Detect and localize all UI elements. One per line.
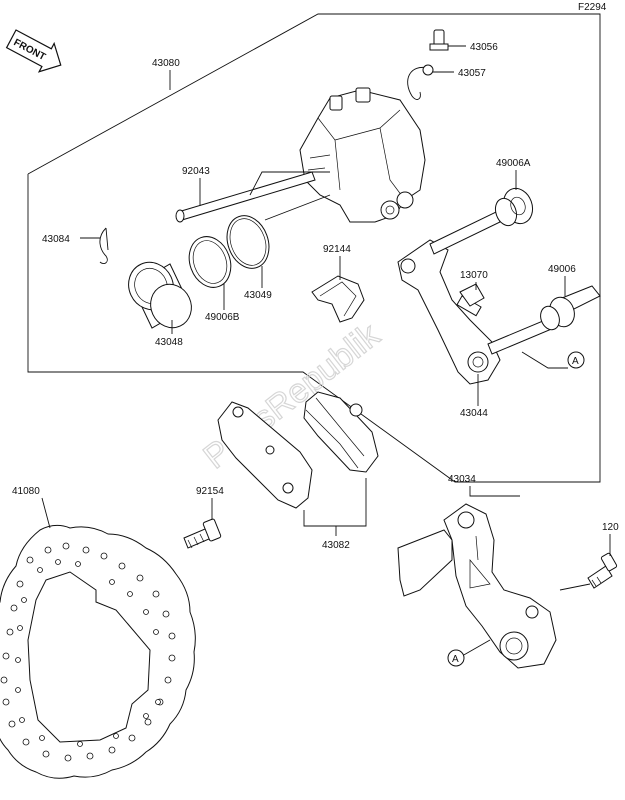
label-43048: 43048 — [155, 337, 183, 348]
bleeder-cap — [407, 64, 454, 100]
boot-49006A — [494, 187, 534, 227]
dust-seal — [188, 236, 232, 288]
callout-a-upper-text: A — [572, 356, 579, 367]
caliper-mount-bracket — [397, 503, 557, 669]
label-43034: 43034 — [448, 474, 476, 485]
brake-disc — [0, 524, 196, 779]
brake-pad-front — [303, 391, 379, 473]
pad-spring — [311, 275, 365, 323]
label-92144: 92144 — [323, 244, 351, 255]
slide-pin — [175, 171, 316, 223]
piston-seal — [226, 215, 270, 269]
disc-bolt — [183, 518, 222, 549]
label-120: 120 — [602, 522, 619, 533]
label-92043: 92043 — [182, 166, 210, 177]
bracket-clip — [459, 283, 485, 307]
figure-code: F2294 — [578, 2, 607, 13]
caliper-piston — [128, 261, 192, 329]
callout-a-lower-text: A — [452, 654, 459, 665]
caliper-assembly-frame — [27, 13, 601, 483]
label-43044: 43044 — [460, 408, 488, 419]
label-49006B: 49006B — [205, 312, 240, 323]
caliper-bracket — [397, 239, 501, 385]
caliper-body — [299, 87, 426, 223]
label-49006: 49006 — [548, 264, 576, 275]
label-43080: 43080 — [152, 58, 180, 69]
boot-49006 — [540, 285, 601, 331]
callout-a-lower — [447, 649, 465, 667]
bracket-pin-upper — [429, 211, 501, 255]
label-43056: 43056 — [470, 42, 498, 53]
callout-a-upper — [567, 351, 585, 369]
label-49006A: 49006A — [496, 158, 531, 169]
bleeder-valve — [429, 29, 466, 51]
pin-clip — [99, 227, 109, 265]
label-43082: 43082 — [322, 540, 350, 551]
label-92154: 92154 — [196, 486, 224, 497]
label-43057: 43057 — [458, 68, 486, 79]
disc-holes — [0, 542, 176, 762]
label-13070: 13070 — [460, 270, 488, 281]
front-arrow-icon: FRONT — [5, 29, 62, 73]
label-41080: 41080 — [12, 486, 40, 497]
label-43049: 43049 — [244, 290, 272, 301]
bracket-bolt — [587, 552, 618, 589]
label-43084: 43084 — [42, 234, 70, 245]
brake-pad-rear — [217, 401, 313, 509]
